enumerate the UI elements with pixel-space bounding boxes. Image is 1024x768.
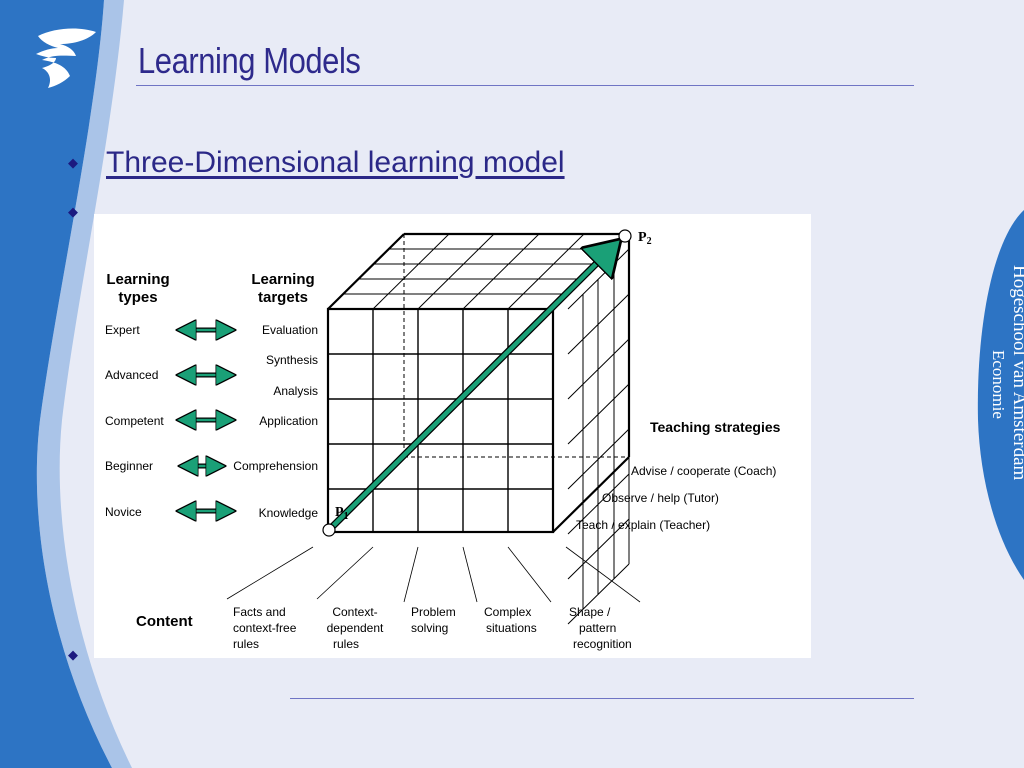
bullet-diamond-icon: ◆ <box>68 204 78 219</box>
three-dimensional-model-link[interactable]: Three-Dimensional learning model <box>106 146 565 179</box>
teaching-strategy-coach: Advise / cooperate (Coach) <box>631 464 776 478</box>
content-context-line1: Context- <box>332 605 377 619</box>
content-problem-line2: solving <box>411 621 448 635</box>
learning-target-evaluation: Evaluation <box>262 323 318 337</box>
content-complex-line1: Complex <box>484 605 531 619</box>
content-pointer-lines <box>226 546 641 603</box>
footer-divider <box>290 698 914 699</box>
cube-diagram: P1 P2 Learning types Learning targets Te… <box>105 229 781 651</box>
content-context-line2: dependent <box>327 621 384 635</box>
school-subtitle: Economie <box>989 350 1008 419</box>
teaching-strategy-teacher: Teach / explain (Teacher) <box>576 518 710 532</box>
learning-type-advanced: Advanced <box>105 368 158 382</box>
learning-target-synthesis: Synthesis <box>266 353 318 367</box>
learning-target-application: Application <box>259 414 318 428</box>
learning-targets-header-line2: targets <box>258 289 308 306</box>
p2-label: P2 <box>638 230 652 247</box>
diagonal-arrow <box>329 245 615 530</box>
learning-type-expert: Expert <box>105 323 140 337</box>
title-divider <box>136 85 914 86</box>
p2-point <box>618 229 632 243</box>
learning-targets-header-line1: Learning <box>251 271 314 288</box>
teaching-strategy-tutor: Observe / help (Tutor) <box>602 491 719 505</box>
cube <box>326 232 631 625</box>
learning-types-header-line2: types <box>118 289 157 306</box>
content-shape-line2: pattern <box>579 621 616 635</box>
left-band-highlight <box>36 0 132 768</box>
content-complex-line2: situations <box>486 621 537 635</box>
learning-types-header-line1: Learning <box>106 271 169 288</box>
learning-type-novice: Novice <box>105 505 142 519</box>
content-facts-line2: context-free <box>233 621 297 635</box>
learning-target-analysis: Analysis <box>273 384 318 398</box>
p1-label: P1 <box>335 505 349 522</box>
bullet-diamond-icon: ◆ <box>68 155 78 170</box>
learning-target-knowledge: Knowledge <box>259 506 319 520</box>
learning-type-competent: Competent <box>105 414 164 428</box>
content-shape-line3: recognition <box>573 637 632 651</box>
school-name: Hogeschool van Amsterdam <box>1009 265 1024 481</box>
left-blue-band <box>0 0 112 768</box>
learning-target-comprehension: Comprehension <box>233 459 318 473</box>
content-facts-line3: rules <box>233 637 259 651</box>
right-blue-band <box>977 210 1024 580</box>
content-shape-line1: Shape / <box>569 605 611 619</box>
p1-point <box>322 523 336 537</box>
page-title: Learning Models <box>138 40 361 81</box>
content-header: Content <box>136 613 193 630</box>
learning-type-beginner: Beginner <box>105 459 153 473</box>
bullet-diamond-icon: ◆ <box>68 647 78 662</box>
teaching-strategies-header: Teaching strategies <box>650 419 781 435</box>
content-problem-line1: Problem <box>411 605 456 619</box>
hva-logo-icon <box>36 28 96 88</box>
content-context-line3: rules <box>333 637 359 651</box>
learning-model-figure: P1 P2 Learning types Learning targets Te… <box>94 214 811 658</box>
content-facts-line1: Facts and <box>233 605 286 619</box>
